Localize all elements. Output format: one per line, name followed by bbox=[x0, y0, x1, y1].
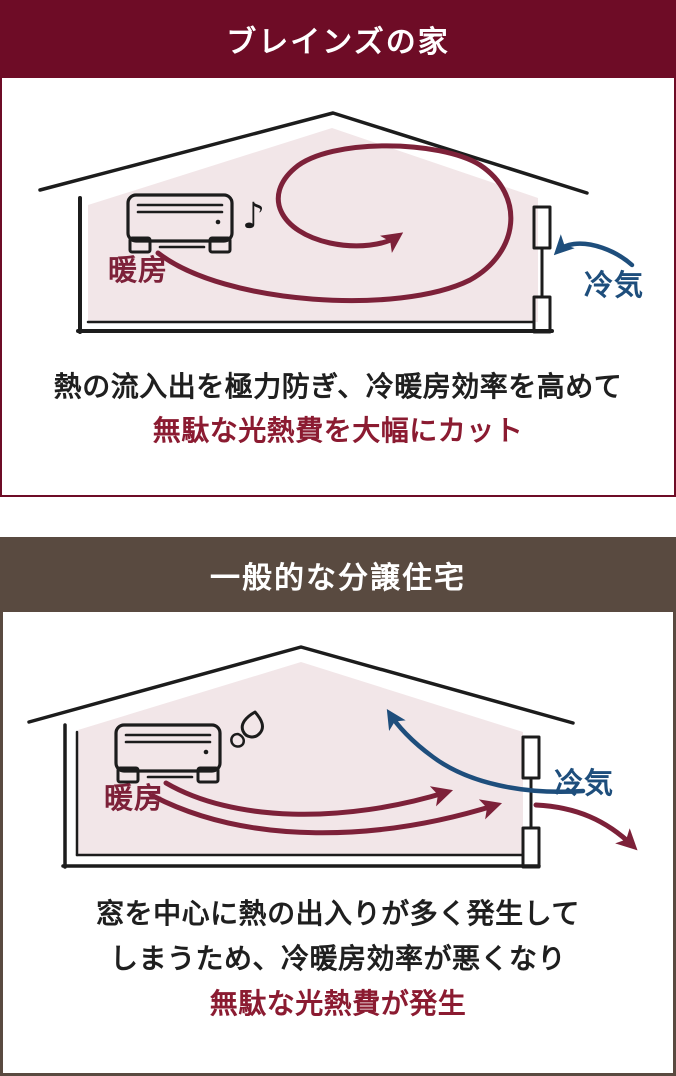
caption-highlight-line: 無駄な光熱費が発生 bbox=[209, 988, 467, 1019]
panel-brains-title: ブレインズの家 bbox=[226, 26, 450, 59]
cold-air-intrusion-arrow bbox=[386, 708, 586, 794]
house-interior bbox=[78, 662, 523, 855]
heat-escape-arrow bbox=[150, 793, 503, 836]
heating-label: 暖房 bbox=[104, 783, 165, 815]
caption-line: 窓を中心に熱の出入りが多く発生して bbox=[96, 898, 580, 929]
music-note-icon: ♪ bbox=[242, 196, 265, 237]
warm-air-circulation-arrow bbox=[155, 143, 514, 304]
roof bbox=[38, 111, 589, 195]
panel-general-body: 暖房 冷気 窓を中心に熱の出入りが多く発生して しまうため、冷暖房効率が悪くなり… bbox=[0, 612, 676, 1076]
heat-escape-arrow bbox=[163, 780, 454, 817]
caption-line: しまうため、冷暖房効率が悪くなり bbox=[109, 943, 566, 974]
cold-air-label: 冷気 bbox=[584, 270, 645, 302]
panel-general-title: 一般的な分譲住宅 bbox=[210, 561, 466, 595]
brains-house-illustration: ♪ bbox=[38, 111, 635, 334]
heater-icon bbox=[114, 723, 222, 784]
heater-icon bbox=[126, 193, 234, 254]
heating-label: 暖房 bbox=[108, 255, 169, 287]
window-icon bbox=[532, 205, 552, 334]
walls-and-floor bbox=[76, 196, 554, 334]
panel-general-header: 一般的な分譲住宅 bbox=[0, 537, 676, 612]
panel-brains-header: ブレインズの家 bbox=[0, 0, 676, 78]
walls-and-floor bbox=[61, 723, 541, 869]
general-house-illustration bbox=[27, 645, 638, 869]
cold-air-label: 冷気 bbox=[554, 768, 615, 800]
heat-escape-arrow bbox=[533, 802, 638, 851]
panel-brains-body: ♪ 暖房 冷気 熱の流入出を極力防ぎ、冷暖房効率を高めて 無駄な光熱費を大幅にカ… bbox=[0, 78, 676, 497]
sweat-drop-icon bbox=[230, 710, 264, 748]
window-icon bbox=[521, 735, 541, 869]
caption-highlight-line: 無駄な光熱費を大幅にカット bbox=[152, 415, 524, 446]
cold-air-blocked-arrow bbox=[553, 234, 635, 268]
caption-line: 熱の流入出を極力防ぎ、冷暖房効率を高めて bbox=[53, 371, 623, 402]
roof bbox=[27, 645, 575, 725]
